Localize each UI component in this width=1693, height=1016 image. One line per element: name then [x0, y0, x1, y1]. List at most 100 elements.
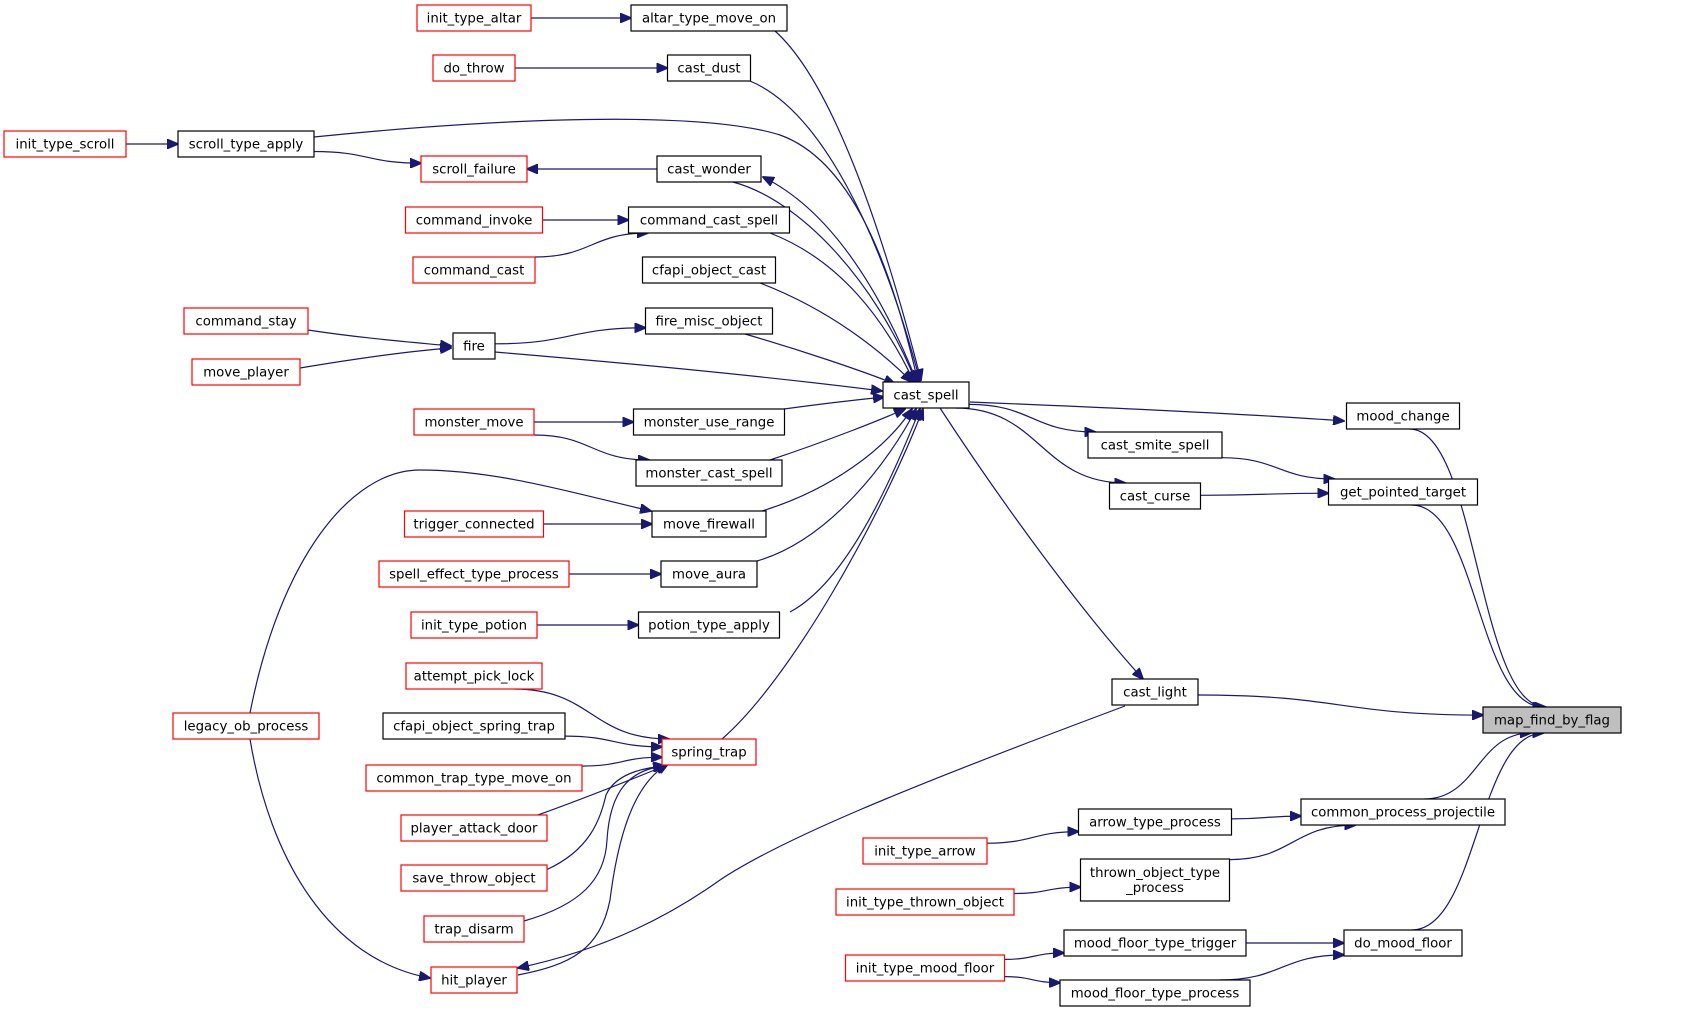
node-monster_use_range[interactable]: monster_use_range — [632, 408, 786, 436]
node-do_mood_floor[interactable]: do_mood_floor — [1343, 929, 1463, 957]
edge-init_type_arrow-to-arrow_type_process — [986, 832, 1079, 844]
edge-fire-to-cast_spell — [494, 351, 882, 391]
node-save_throw_object[interactable]: save_throw_object — [400, 864, 548, 892]
node-label: mood_floor_type_trigger — [1074, 937, 1237, 952]
node-move_firewall[interactable]: move_firewall — [651, 510, 767, 538]
edge-cast_spell-to-cast_curse — [955, 407, 1126, 483]
edge-monster_use_range-to-cast_spell — [783, 397, 884, 410]
node-label: player_attack_door — [410, 822, 538, 837]
node-box — [191, 358, 301, 386]
node-monster_move[interactable]: monster_move — [413, 408, 535, 436]
node-map_find_by_flag[interactable]: map_find_by_flag — [1482, 706, 1622, 734]
node-box — [844, 954, 1006, 982]
node-box — [413, 408, 535, 436]
node-label: do_mood_floor — [1354, 937, 1452, 952]
edge-cast_wonder-to-cast_spell — [732, 181, 916, 382]
node-init_type_altar[interactable]: init_type_altar — [416, 4, 532, 32]
node-common_process_projectile[interactable]: common_process_projectile — [1300, 798, 1506, 826]
node-box — [183, 307, 309, 335]
node-init_type_arrow[interactable]: init_type_arrow — [862, 837, 988, 865]
node-move_player[interactable]: move_player — [191, 358, 301, 386]
node-command_invoke[interactable]: command_invoke — [404, 206, 544, 234]
node-altar_type_move_on[interactable]: altar_type_move_on — [630, 4, 788, 32]
node-init_type_thrown_object[interactable]: init_type_thrown_object — [835, 888, 1015, 916]
node-fire_misc_object[interactable]: fire_misc_object — [644, 307, 774, 335]
node-scroll_type_apply[interactable]: scroll_type_apply — [177, 130, 315, 158]
node-mood_floor_type_trigger[interactable]: mood_floor_type_trigger — [1063, 929, 1247, 957]
node-box — [635, 459, 783, 487]
node-player_attack_door[interactable]: player_attack_door — [400, 814, 548, 842]
edge-monster_cast_spell-to-cast_spell — [769, 409, 905, 461]
node-label: init_type_potion — [421, 619, 527, 634]
node-fire[interactable]: fire — [452, 332, 496, 360]
node-cfapi_object_spring_trap[interactable]: cfapi_object_spring_trap — [382, 712, 566, 740]
node-box — [651, 510, 767, 538]
node-label: map_find_by_flag — [1494, 714, 1610, 729]
node-command_cast[interactable]: command_cast — [412, 256, 536, 284]
node-scroll_failure[interactable]: scroll_failure — [420, 155, 528, 183]
node-spring_trap[interactable]: spring_trap — [661, 738, 757, 766]
node-common_trap_type_move_on[interactable]: common_trap_type_move_on — [365, 764, 583, 792]
node-label: arrow_type_process — [1089, 816, 1221, 831]
node-init_type_mood_floor[interactable]: init_type_mood_floor — [844, 954, 1006, 982]
node-cast_spell[interactable]: cast_spell — [882, 381, 970, 409]
edge-do_mood_floor-to-map_find_by_flag — [1411, 733, 1544, 931]
node-label: move_firewall — [663, 518, 755, 533]
edge-init_type_mood_floor-to-mood_floor_type_trigger — [1004, 953, 1065, 960]
node-box — [416, 4, 532, 32]
node-monster_cast_spell[interactable]: monster_cast_spell — [635, 459, 783, 487]
node-attempt_pick_lock[interactable]: attempt_pick_lock — [405, 662, 543, 690]
node-box — [1077, 808, 1233, 836]
node-cast_wonder[interactable]: cast_wonder — [656, 155, 762, 183]
node-cast_dust[interactable]: cast_dust — [666, 54, 752, 82]
node-box — [1059, 979, 1251, 1007]
node-cfapi_object_cast[interactable]: cfapi_object_cast — [641, 256, 777, 284]
node-box — [641, 256, 777, 284]
node-label: monster_move — [424, 416, 523, 431]
node-spell_effect_type_process[interactable]: spell_effect_type_process — [378, 560, 570, 588]
node-hit_player[interactable]: hit_player — [430, 966, 518, 994]
node-thrown_object_type_process[interactable]: thrown_object_type_process — [1079, 858, 1231, 902]
node-label: cast_spell — [893, 389, 958, 404]
node-box — [1482, 706, 1622, 734]
node-label: command_cast_spell — [640, 214, 778, 229]
node-trigger_connected[interactable]: trigger_connected — [403, 510, 545, 538]
node-label: init_type_arrow — [874, 845, 976, 860]
node-cast_light[interactable]: cast_light — [1111, 678, 1199, 706]
node-label: move_aura — [672, 568, 746, 583]
node-init_type_potion[interactable]: init_type_potion — [410, 611, 538, 639]
node-mood_change[interactable]: mood_change — [1345, 402, 1461, 430]
node-label: cast_smite_spell — [1101, 439, 1210, 454]
node-command_stay[interactable]: command_stay — [183, 307, 309, 335]
edge-thrown_object_type_process-to-common_process_projectile — [1229, 825, 1356, 861]
node-box — [404, 206, 544, 234]
node-label: mood_floor_type_process — [1071, 987, 1240, 1002]
node-get_pointed_target[interactable]: get_pointed_target — [1327, 478, 1479, 506]
node-command_cast_spell[interactable]: command_cast_spell — [627, 206, 791, 234]
edge-cfapi_object_spring_trap-to-spring_trap — [564, 735, 662, 747]
node-label: _process — [1125, 881, 1184, 896]
node-label: move_player — [203, 366, 289, 381]
node-move_aura[interactable]: move_aura — [660, 560, 758, 588]
node-arrow_type_process[interactable]: arrow_type_process — [1077, 808, 1233, 836]
edge-cast_light-to-map_find_by_flag — [1197, 694, 1483, 715]
node-cast_smite_spell[interactable]: cast_smite_spell — [1087, 431, 1223, 459]
edge-monster_move-to-monster_cast_spell — [533, 434, 649, 460]
node-label: common_trap_type_move_on — [376, 772, 571, 787]
node-cast_curse[interactable]: cast_curse — [1108, 482, 1202, 510]
edge-cast_spell-to-cast_light — [939, 407, 1143, 679]
node-init_type_scroll[interactable]: init_type_scroll — [3, 130, 127, 158]
node-mood_floor_type_process[interactable]: mood_floor_type_process — [1059, 979, 1251, 1007]
node-label: cfapi_object_spring_trap — [393, 720, 555, 735]
node-box — [862, 837, 988, 865]
edge-mood_change-to-map_find_by_flag — [1409, 428, 1545, 707]
node-box — [661, 738, 757, 766]
node-trap_disarm[interactable]: trap_disarm — [423, 915, 525, 943]
node-do_throw[interactable]: do_throw — [432, 54, 516, 82]
node-legacy_ob_process[interactable]: legacy_ob_process — [172, 712, 320, 740]
node-potion_type_apply[interactable]: potion_type_apply — [637, 611, 781, 639]
node-label: common_process_projectile — [1311, 806, 1495, 821]
edge-hit_player-to-spring_trap — [517, 764, 668, 976]
edge-move_aura-to-cast_spell — [756, 409, 916, 562]
